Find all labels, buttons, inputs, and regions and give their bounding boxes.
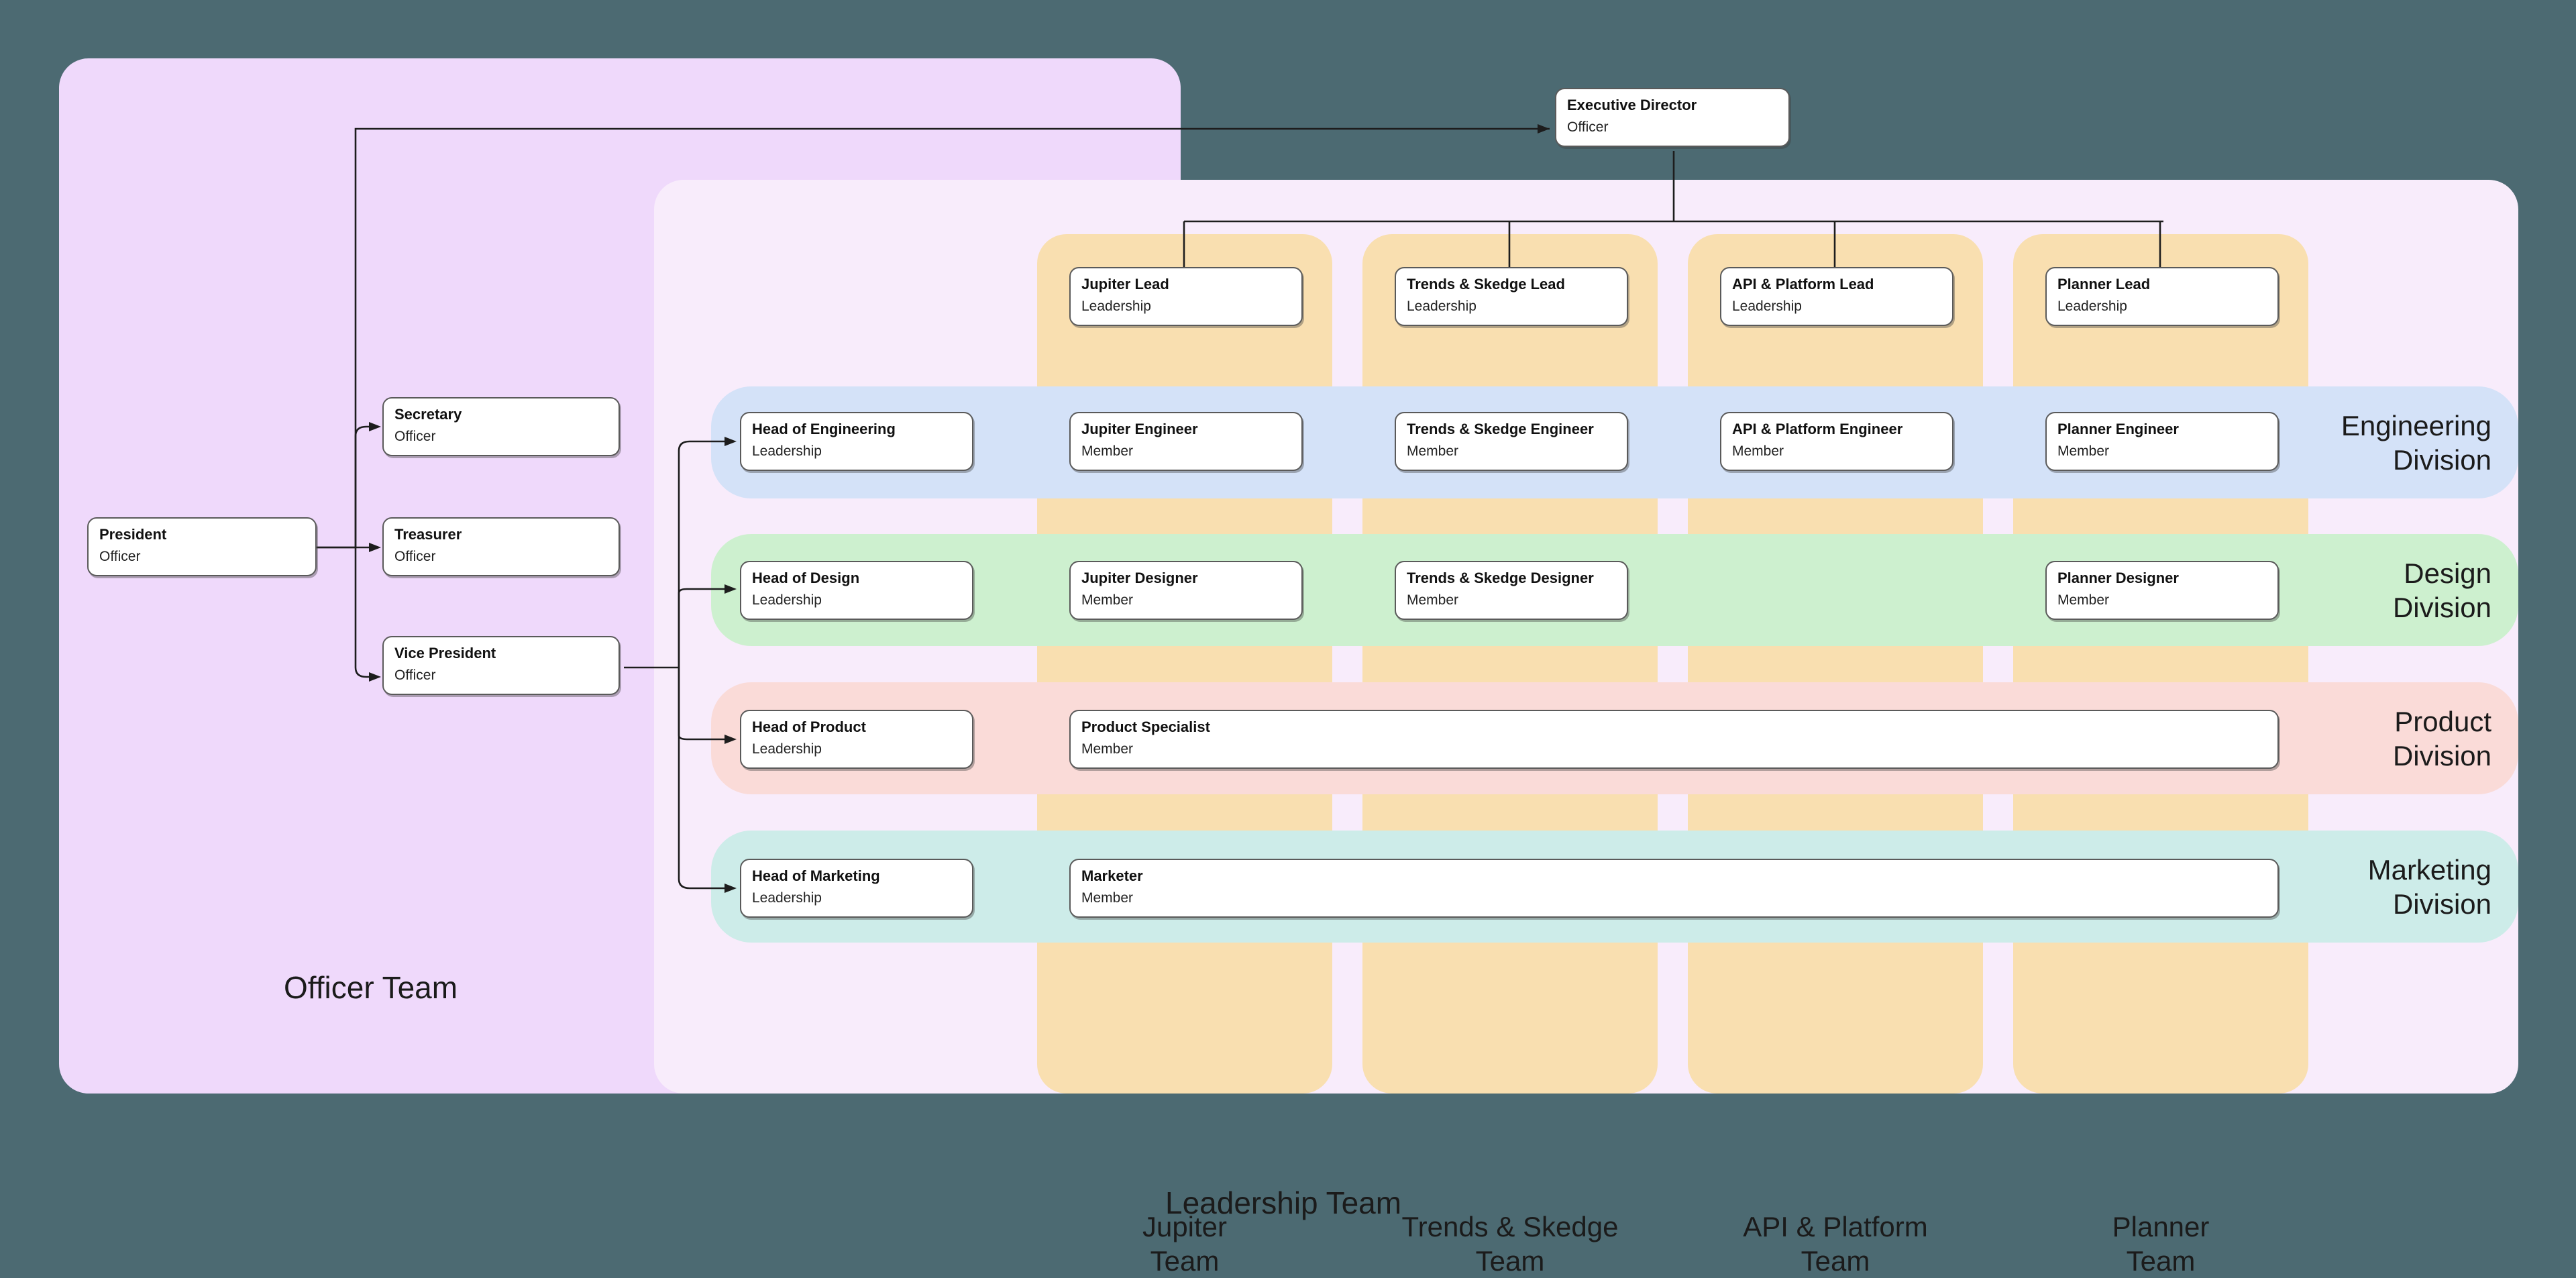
- node-trends-skedge-engineer[interactable]: Trends & Skedge Engineer Member: [1395, 412, 1628, 471]
- node-planner-designer-role: Member: [2057, 592, 2110, 608]
- node-product-specialist[interactable]: Product Specialist Member: [1069, 710, 2279, 769]
- node-head-of-marketing-role: Leadership: [752, 890, 822, 906]
- group-team-api-platform[interactable]: API & Platform Team: [1688, 234, 1983, 1277]
- node-api-platform-lead-title: API & Platform Lead: [1732, 276, 1874, 292]
- node-head-of-design[interactable]: Head of Design Leadership: [740, 561, 973, 620]
- group-team-planner[interactable]: Planner Team: [2013, 234, 2308, 1277]
- group-team-trends-skedge[interactable]: Trends & Skedge Team: [1362, 234, 1658, 1277]
- node-trends-skedge-lead-title: Trends & Skedge Lead: [1407, 276, 1565, 292]
- node-jupiter-lead[interactable]: Jupiter Lead Leadership: [1069, 267, 1303, 326]
- node-trends-skedge-lead[interactable]: Trends & Skedge Lead Leadership: [1395, 267, 1628, 326]
- node-planner-designer-title: Planner Designer: [2057, 570, 2179, 586]
- node-vice-president-title: Vice President: [394, 645, 496, 661]
- node-head-of-engineering[interactable]: Head of Engineering Leadership: [740, 412, 973, 471]
- node-planner-lead-title: Planner Lead: [2057, 276, 2151, 292]
- group-team-planner-label: Planner Team: [2112, 1211, 2210, 1277]
- node-vice-president-role: Officer: [394, 667, 436, 683]
- node-jupiter-designer[interactable]: Jupiter Designer Member: [1069, 561, 1303, 620]
- node-marketer[interactable]: Marketer Member: [1069, 859, 2279, 918]
- node-secretary-role: Officer: [394, 428, 436, 444]
- node-api-platform-lead-role: Leadership: [1732, 298, 1802, 314]
- node-planner-lead-role: Leadership: [2057, 298, 2127, 314]
- node-api-platform-engineer-role: Member: [1732, 443, 1784, 459]
- group-team-api-platform-label: API & Platform Team: [1743, 1211, 1928, 1277]
- node-president-title: President: [99, 526, 167, 543]
- group-division-engineering-label: Engineering Division: [2341, 409, 2491, 476]
- node-president-role: Officer: [99, 548, 141, 564]
- node-head-of-design-title: Head of Design: [752, 570, 860, 586]
- node-head-of-product-role: Leadership: [752, 741, 822, 757]
- node-trends-skedge-engineer-role: Member: [1407, 443, 1459, 459]
- node-trends-skedge-engineer-title: Trends & Skedge Engineer: [1407, 421, 1594, 437]
- group-division-product-label: Product Division: [2392, 705, 2491, 771]
- node-marketer-title: Marketer: [1081, 867, 1143, 884]
- node-head-of-engineering-role: Leadership: [752, 443, 822, 459]
- node-head-of-marketing[interactable]: Head of Marketing Leadership: [740, 859, 973, 918]
- node-jupiter-designer-title: Jupiter Designer: [1081, 570, 1198, 586]
- org-chart-canvas: Officer Team Leadership Team Jupiter Tea…: [59, 58, 2518, 1277]
- node-president[interactable]: President Officer: [87, 517, 317, 576]
- node-executive-director[interactable]: Executive Director Officer: [1555, 88, 1790, 147]
- node-trends-skedge-designer-title: Trends & Skedge Designer: [1407, 570, 1594, 586]
- node-trends-skedge-designer-role: Member: [1407, 592, 1459, 608]
- node-vice-president[interactable]: Vice President Officer: [382, 636, 620, 695]
- node-product-specialist-role: Member: [1081, 741, 1134, 757]
- node-jupiter-designer-role: Member: [1081, 592, 1134, 608]
- node-head-of-marketing-title: Head of Marketing: [752, 867, 880, 884]
- node-product-specialist-title: Product Specialist: [1081, 718, 1210, 735]
- group-division-marketing-label: Marketing Division: [2367, 853, 2491, 920]
- node-jupiter-lead-title: Jupiter Lead: [1081, 276, 1169, 292]
- node-api-platform-engineer[interactable]: API & Platform Engineer Member: [1720, 412, 1953, 471]
- node-jupiter-lead-role: Leadership: [1081, 298, 1151, 314]
- node-api-platform-engineer-title: API & Platform Engineer: [1732, 421, 1903, 437]
- node-secretary-title: Secretary: [394, 406, 462, 423]
- node-executive-director-role: Officer: [1567, 119, 1609, 135]
- node-head-of-engineering-title: Head of Engineering: [752, 421, 896, 437]
- node-treasurer-role: Officer: [394, 548, 436, 564]
- node-trends-skedge-lead-role: Leadership: [1407, 298, 1477, 314]
- group-team-jupiter-label: Jupiter Team: [1142, 1211, 1228, 1277]
- node-head-of-product-title: Head of Product: [752, 718, 866, 735]
- node-jupiter-engineer-title: Jupiter Engineer: [1081, 421, 1198, 437]
- node-treasurer[interactable]: Treasurer Officer: [382, 517, 620, 576]
- group-division-design-label: Design Division: [2392, 557, 2491, 623]
- node-head-of-product[interactable]: Head of Product Leadership: [740, 710, 973, 769]
- node-jupiter-engineer[interactable]: Jupiter Engineer Member: [1069, 412, 1303, 471]
- node-planner-engineer[interactable]: Planner Engineer Member: [2045, 412, 2279, 471]
- node-planner-designer[interactable]: Planner Designer Member: [2045, 561, 2279, 620]
- node-planner-engineer-role: Member: [2057, 443, 2110, 459]
- node-secretary[interactable]: Secretary Officer: [382, 397, 620, 456]
- node-planner-lead[interactable]: Planner Lead Leadership: [2045, 267, 2279, 326]
- group-officer-team-label: Officer Team: [284, 970, 458, 1005]
- node-trends-skedge-designer[interactable]: Trends & Skedge Designer Member: [1395, 561, 1628, 620]
- node-head-of-design-role: Leadership: [752, 592, 822, 608]
- group-team-trends-skedge-label: Trends & Skedge Team: [1401, 1211, 1619, 1277]
- node-executive-director-title: Executive Director: [1567, 97, 1697, 113]
- group-team-jupiter[interactable]: Jupiter Team: [1037, 234, 1332, 1277]
- node-treasurer-title: Treasurer: [394, 526, 462, 543]
- node-planner-engineer-title: Planner Engineer: [2057, 421, 2179, 437]
- node-api-platform-lead[interactable]: API & Platform Lead Leadership: [1720, 267, 1953, 326]
- node-jupiter-engineer-role: Member: [1081, 443, 1134, 459]
- node-marketer-role: Member: [1081, 890, 1134, 906]
